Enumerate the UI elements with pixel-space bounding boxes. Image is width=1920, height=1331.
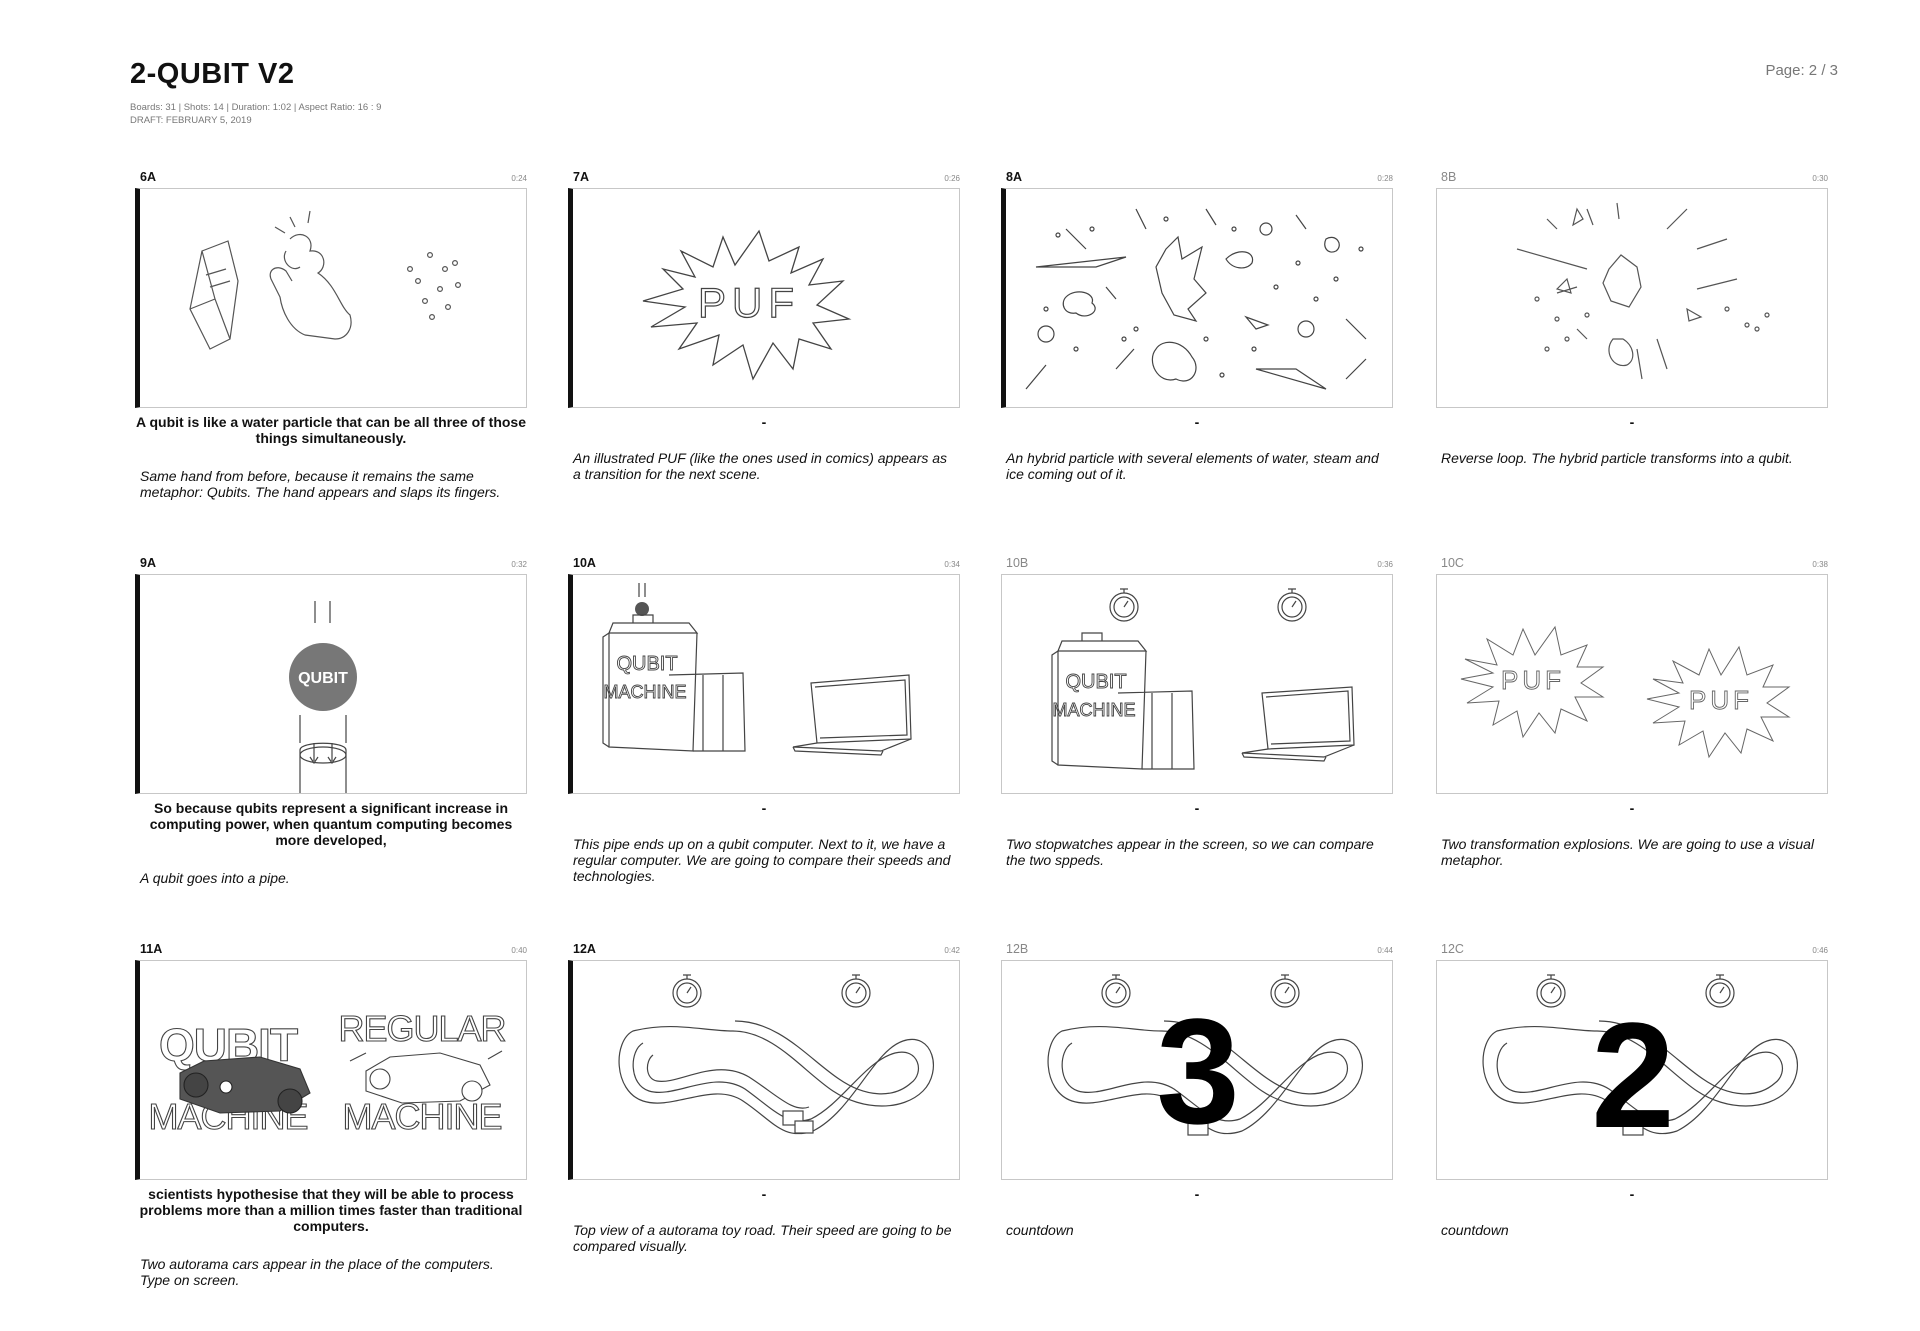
board-time: 0:24 [511,174,527,183]
board-frame: 2 [1436,960,1828,1180]
board-frame: QUBIT MACHINE [1001,574,1393,794]
board-id: 9A [140,556,156,570]
stopwatches-machine-laptop-illustration: QUBIT MACHINE [1051,588,1355,770]
board-time: 0:30 [1812,174,1828,183]
reverse-loop-particle-illustration [1516,202,1770,380]
stopwatch-icon [1536,974,1566,1008]
board-dialogue: - [1194,414,1200,430]
board-frame: QUBIT MACHINE REGULAR MACHINE [135,960,527,1180]
board-action: An hybrid particle with several elements… [1006,450,1379,482]
qubit-into-pipe-illustration: QUBIT [289,601,357,793]
storyboard-title: 2-QUBIT V2 [130,58,295,90]
board-action: This pipe ends up on a qubit computer. N… [573,836,951,884]
board-action: Reverse loop. The hybrid particle transf… [1441,450,1793,466]
board-dialogue: - [1194,800,1200,816]
stopwatch-icon [841,974,871,1008]
board-action: A qubit goes into a pipe. [140,870,290,886]
board-dialogue: - [1629,1186,1635,1202]
puf-explosion-illustration: PUF [642,229,852,381]
countdown-number: 2 [1591,991,1674,1159]
board-dialogue: - [761,1186,767,1202]
draft-line: DRAFT: FEBRUARY 5, 2019 [130,115,252,126]
board-dialogue: - [761,800,767,816]
board-time: 0:46 [1812,946,1828,955]
board-dialogue: A qubit is like a water particle that ca… [135,414,527,446]
board-action: Two transformation explosions. We are go… [1441,836,1815,868]
board-time: 0:44 [1377,946,1393,955]
board-time: 0:36 [1377,560,1393,569]
board-dialogue: So because qubits represent a significan… [149,800,513,848]
board-id: 12C [1441,942,1464,956]
stopwatch-icon [1101,974,1131,1008]
board-time: 0:40 [511,946,527,955]
meta-line: Boards: 31 | Shots: 14 | Duration: 1:02 … [130,102,382,113]
board-action: Two autorama cars appear in the place of… [140,1256,494,1288]
qubit-label-text: QUBIT [1065,671,1126,693]
autorama-track-illustration [618,974,934,1135]
board-frame: QUBIT [135,574,527,794]
board-id: 12B [1006,942,1029,956]
two-puf-explosions-illustration: PUF PUF [1460,625,1791,759]
puf-text: PUF [1689,685,1753,715]
board-id: 8A [1006,170,1022,184]
board-time: 0:38 [1812,560,1828,569]
puf-text: PUF [1501,665,1565,695]
hand-water-particle-illustration [189,210,462,350]
board-time: 0:26 [944,174,960,183]
board-action: Top view of a autorama toy road. Their s… [573,1222,952,1254]
board-time: 0:34 [944,560,960,569]
board-id: 7A [573,170,589,184]
qubit-machine-and-laptop-illustration: QUBIT MACHINE [602,583,912,756]
machine-label-text: MACHINE [1052,700,1135,720]
board-id: 10B [1006,556,1029,570]
board-action: Two stopwatches appear in the screen, so… [1006,836,1374,868]
board-frame: QUBIT MACHINE [568,574,960,794]
board-frame [568,960,960,1180]
countdown-three-illustration: 3 [1047,974,1363,1155]
stopwatch-icon [1270,974,1300,1008]
board-frame [1436,188,1828,408]
board-frame: PUF [568,188,960,408]
hybrid-particle-illustration [1025,208,1367,390]
countdown-two-illustration: 2 [1482,974,1798,1159]
countdown-number: 3 [1156,987,1239,1155]
board-id: 6A [140,170,156,184]
board-id: 8B [1441,170,1457,184]
board-dialogue: - [1629,414,1635,430]
board-dialogue: - [1194,1186,1200,1202]
board-id: 12A [573,942,596,956]
board-id: 10C [1441,556,1464,570]
puf-text: PUF [698,279,800,326]
page-indicator: Page: 2 / 3 [1765,62,1838,79]
board-time: 0:28 [1377,174,1393,183]
board-dialogue: - [1629,800,1635,816]
stopwatch-icon [1277,588,1307,622]
board-action: countdown [1006,1222,1074,1238]
stopwatch-icon [1705,974,1735,1008]
storyboard-meta: Boards: 31 | Shots: 14 | Duration: 1:02 … [130,101,381,127]
board-action: An illustrated PUF (like the ones used i… [573,450,948,482]
qubit-label-text: QUBIT [616,653,677,675]
board-id: 10A [573,556,596,570]
autorama-cars-type-illustration: QUBIT MACHINE REGULAR MACHINE [148,1007,507,1137]
machine-label-text: MACHINE [603,682,686,702]
board-frame [1001,188,1393,408]
stopwatch-icon [1109,588,1139,622]
board-frame: PUF PUF [1436,574,1828,794]
board-dialogue: - [761,414,767,430]
board-frame: 3 [1001,960,1393,1180]
board-id: 11A [140,942,163,956]
board-time: 0:42 [944,946,960,955]
board-frame [135,188,527,408]
qubit-ball-text: QUBIT [298,670,348,687]
stopwatch-icon [672,974,702,1008]
board-time: 0:32 [511,560,527,569]
board-action: countdown [1441,1222,1509,1238]
regular-type-text: REGULAR [338,1008,505,1049]
board-action: Same hand from before, because it remain… [140,468,501,500]
board-dialogue: scientists hypothesise that they will be… [139,1186,523,1234]
